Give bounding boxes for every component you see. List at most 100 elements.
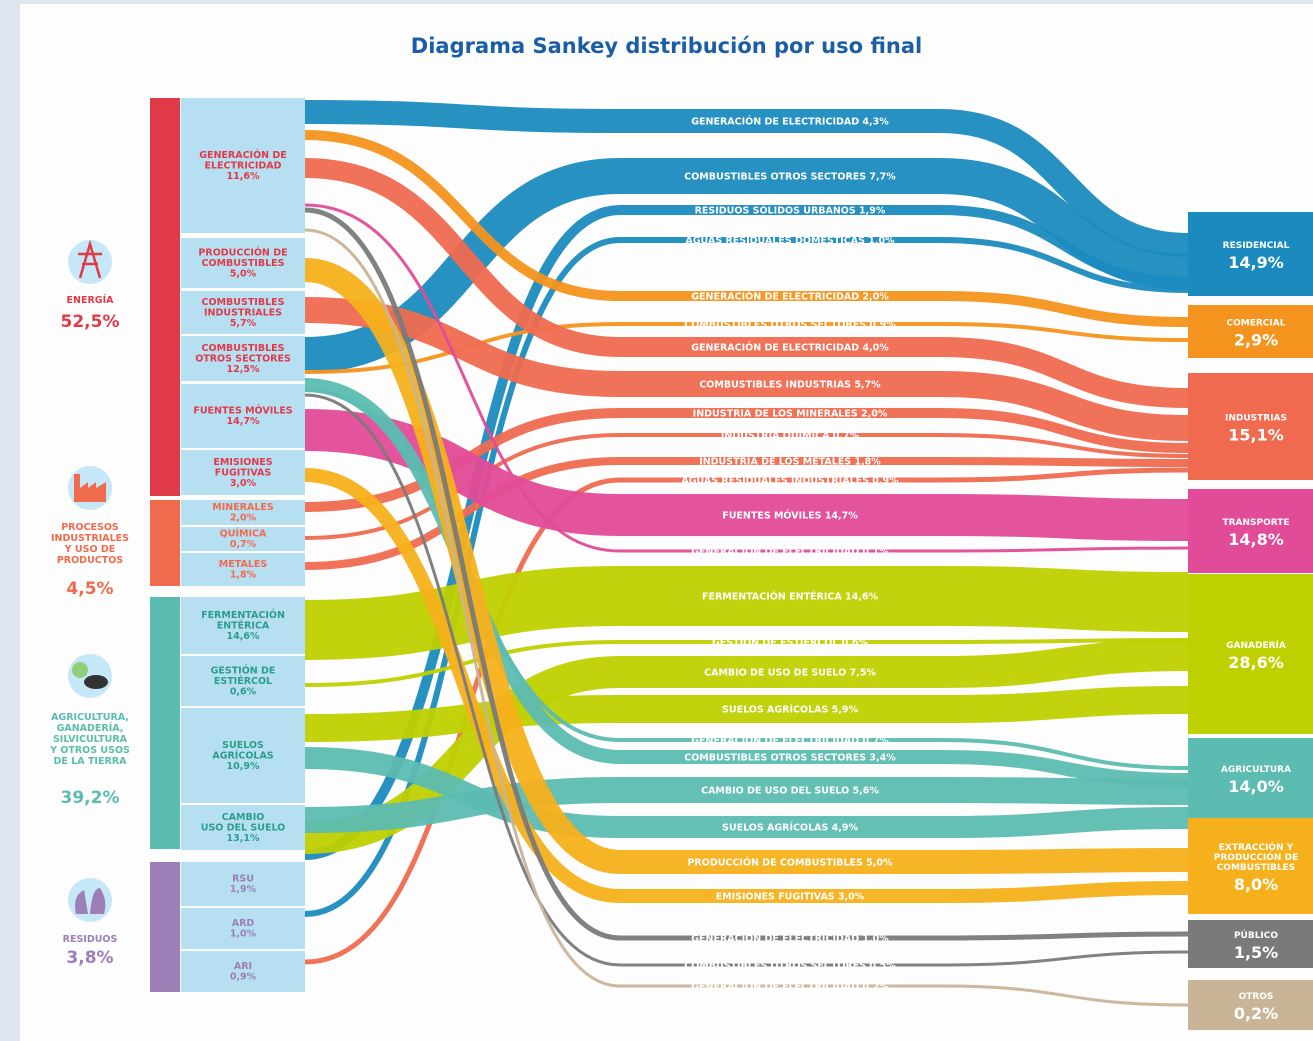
sector-label-procesos-line: PROCESOS bbox=[61, 522, 119, 533]
source-value: 11,6% bbox=[227, 171, 260, 182]
flow-band-emisiones-fugitivas-3-0 bbox=[304, 468, 1189, 903]
flow-label-cambio-de-uso-del-suelo-5-6: CAMBIO DE USO DEL SUELO 5,6% bbox=[701, 786, 879, 797]
flow-band-fermentacion-enterica-14-6 bbox=[304, 566, 1189, 660]
source-label-line: FERMENTACIÓN bbox=[201, 609, 285, 621]
source-value: 1,9% bbox=[230, 884, 257, 895]
final-use-ganaderia bbox=[1188, 574, 1313, 734]
source-label-line: COMBUSTIBLES bbox=[202, 258, 285, 269]
source-box-ari bbox=[181, 951, 305, 992]
sector-label-agricultura-line: DE LA TIERRA bbox=[54, 756, 128, 767]
source-box-combustibles-otros-sectores bbox=[181, 336, 305, 381]
flow-label-combustibles-otros-sectores-7-7: COMBUSTIBLES OTROS SECTORES 7,7% bbox=[684, 172, 896, 183]
final-use-transporte bbox=[1188, 489, 1313, 573]
flow-label-aguas-residuales-industriales-0-9: AGUAS RESIDUALES INDUSTRIALES 0,9% bbox=[681, 476, 899, 487]
source-box-fermentacion-enterica bbox=[181, 597, 305, 654]
final-use-publico bbox=[1188, 920, 1313, 968]
final-use-label-line: COMBUSTIBLES bbox=[1217, 863, 1296, 873]
final-use-residencial bbox=[1188, 212, 1313, 296]
source-label-line: USO DEL SUELO bbox=[201, 822, 286, 833]
flow-label-industria-de-los-metales-1-8: INDUSTRIA DE LOS METALES 1,8% bbox=[699, 457, 881, 468]
flow-band-industria-de-los-minerales-2-0 bbox=[304, 408, 1189, 512]
flow-label-combustibles-industrias-5-7: COMBUSTIBLES INDUSTRIAS 5,7% bbox=[699, 380, 881, 391]
sector-label-procesos-line: INDUSTRIALES bbox=[51, 533, 129, 544]
flow-band-suelos-agricolas-5-9 bbox=[304, 686, 1189, 742]
source-box-produccion-de-combustibles bbox=[181, 238, 305, 288]
source-label-line: ENTÉRICA bbox=[217, 619, 270, 631]
final-use-value: 1,5% bbox=[1234, 943, 1278, 962]
source-box-gestion-de-estiercol bbox=[181, 656, 305, 706]
final-use-label-line: INDUSTRIAS bbox=[1225, 414, 1287, 424]
flow-label-layer: GENERACIÓN DE ELECTRICIDAD 4,3% COMBUSTIB… bbox=[681, 116, 899, 993]
flow-band-cambio-de-uso-del-suelo-5-6 bbox=[304, 777, 1189, 833]
final-use-label-line: TRANSPORTE bbox=[1222, 518, 1289, 528]
final-use-industrias bbox=[1188, 373, 1313, 480]
source-value: 3,0% bbox=[230, 478, 257, 489]
sector-label-procesos-line: Y USO DE bbox=[64, 544, 116, 555]
source-value: 14,7% bbox=[227, 416, 260, 427]
sector-bar-residuos bbox=[150, 862, 180, 992]
flow-band-suelos-agricolas-4-9 bbox=[304, 747, 1189, 838]
source-label-line: ARD bbox=[232, 918, 255, 929]
source-label-line: GESTIÓN DE bbox=[211, 664, 276, 676]
source-value: 1,0% bbox=[230, 929, 257, 940]
final-use-value: 14,9% bbox=[1228, 253, 1284, 272]
power-tower-icon bbox=[68, 240, 112, 284]
sector-label-agricultura-line: GANADERÍA, bbox=[57, 722, 124, 734]
source-label-line: EMISIONES bbox=[213, 457, 272, 468]
final-use-value: 0,2% bbox=[1234, 1004, 1278, 1023]
final-use-label-line: COMERCIAL bbox=[1227, 319, 1286, 329]
sector-label-agricultura-line: Y OTROS USOS bbox=[49, 745, 130, 756]
sector-label-residuos-line: RESIDUOS bbox=[63, 934, 118, 945]
flow-band-combustibles-industrias-5-7 bbox=[304, 297, 1189, 441]
source-value: 0,6% bbox=[230, 686, 257, 697]
flow-label-cambio-de-uso-de-suelo-7-5: CAMBIO DE USO DE SUELO 7,5% bbox=[704, 668, 876, 679]
flow-band-generacion-de-electricidad-4-3 bbox=[304, 100, 1189, 257]
flow-label-generacion-de-electricidad-4-0: GENERACIÓN DE ELECTRICIDAD 4,0% bbox=[691, 342, 889, 354]
source-box-minerales bbox=[181, 500, 305, 525]
flow-label-generacion-de-electricidad-4-3: GENERACIÓN DE ELECTRICIDAD 4,3% bbox=[691, 116, 889, 128]
flow-label-aguas-residuales-domesticas-1-0: AGUAS RESIDUALES DOMÉSTICAS 1,0% bbox=[685, 235, 895, 247]
flow-label-combustibles-otros-sectores-0-5: COMBUSTIBLES OTROS SECTORES 0,5% bbox=[684, 961, 896, 972]
source-label-line: AGRÍCOLAS bbox=[212, 749, 273, 761]
final-use-label-line: OTROS bbox=[1239, 992, 1274, 1002]
source-box-combustibles-industriales bbox=[181, 291, 305, 334]
source-label-line: ELECTRICIDAD bbox=[205, 160, 282, 171]
flow-label-gestion-de-estiercol-0-6: GESTIÓN DE ESTIÉRCOL 0,6% bbox=[712, 637, 869, 649]
source-value: 10,9% bbox=[227, 761, 260, 772]
final-use-label-line: PÚBLICO bbox=[1234, 929, 1278, 941]
sector-label-agricultura-line: AGRICULTURA, bbox=[51, 712, 129, 723]
source-value: 1,8% bbox=[230, 570, 257, 581]
source-label-line: PRODUCCIÓN DE bbox=[198, 246, 287, 258]
source-label-line: INDUSTRIALES bbox=[204, 307, 282, 318]
source-value: 2,0% bbox=[230, 513, 257, 524]
flow-label-emisiones-fugitivas-3-0: EMISIONES FUGITIVAS 3,0% bbox=[716, 892, 865, 903]
source-label-line: ESTIÉRCOL bbox=[214, 675, 272, 687]
flow-label-industria-de-los-minerales-2-0: INDUSTRIA DE LOS MINERALES 2,0% bbox=[693, 409, 888, 420]
flow-label-generacion-de-electricidad-0-7: GENERACIÓN DE ELECTRICIDAD 0,7% bbox=[691, 735, 889, 747]
flow-label-fuentes-moviles-14-7: FUENTES MÓVILES 14,7% bbox=[722, 510, 858, 522]
waste-bags-icon bbox=[68, 878, 112, 922]
flow-label-generacion-de-electricidad-0-1: GENERACIÓN DE ELECTRICIDAD 0,1% bbox=[691, 546, 889, 558]
sector-bar-procesos bbox=[150, 500, 180, 586]
source-box-metales bbox=[181, 553, 305, 586]
flow-label-produccion-de-combustibles-5-0: PRODUCCIÓN DE COMBUSTIBLES 5,0% bbox=[687, 857, 893, 869]
source-column: GENERACIÓN DEELECTRICIDAD11,6%PRODUCCIÓN… bbox=[49, 98, 305, 992]
source-box-cambio-uso-del-suelo bbox=[181, 805, 305, 850]
flow-label-industria-quimica-0-7: INDUSTRIA QUÍMICA 0,7% bbox=[721, 430, 860, 442]
source-label-line: OTROS SECTORES bbox=[195, 353, 291, 364]
source-label-line: CAMBIO bbox=[222, 812, 265, 823]
source-box-ard bbox=[181, 908, 305, 949]
final-use-label-line: AGRICULTURA bbox=[1221, 765, 1291, 775]
source-label-line: FUENTES MÓVILES bbox=[193, 405, 292, 417]
source-label-line: COMBUSTIBLES bbox=[202, 343, 285, 354]
source-box-fuentes-moviles bbox=[181, 384, 305, 448]
flow-band-industria-de-los-metales-1-8 bbox=[304, 457, 1189, 570]
final-use-label-line: EXTRACCIÓN Y bbox=[1219, 841, 1294, 853]
final-use-label-line: RESIDENCIAL bbox=[1223, 241, 1290, 251]
source-box-generacion-de-electricidad bbox=[181, 98, 305, 233]
final-use-agricultura bbox=[1188, 738, 1313, 818]
flow-label-fermentacion-enterica-14-6: FERMENTACIÓN ENTÉRICA 14,6% bbox=[702, 591, 878, 603]
flow-band-generacion-de-electricidad-4-0 bbox=[304, 158, 1189, 408]
final-use-column: RESIDENCIAL14,9%COMERCIAL2,9%INDUSTRIAS1… bbox=[1188, 212, 1313, 1030]
sector-label-agricultura-line: SILVICULTURA bbox=[53, 734, 128, 745]
